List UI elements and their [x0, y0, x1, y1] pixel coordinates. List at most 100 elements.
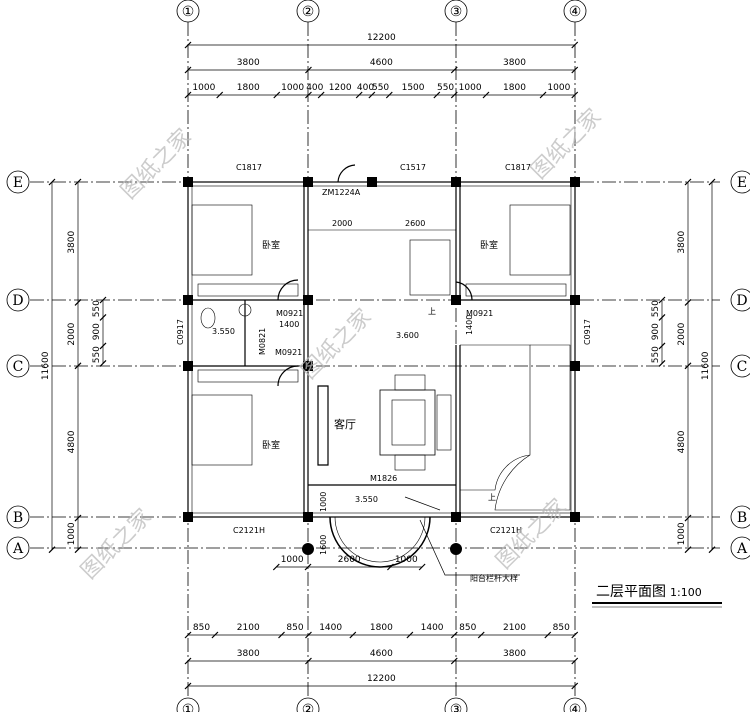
axis-bubble [296, 697, 320, 712]
dimension-tick [305, 91, 312, 99]
dimension-tick [658, 296, 666, 304]
dimension-value: 550 [651, 300, 661, 317]
axis-bubble [563, 697, 587, 712]
column [183, 295, 193, 305]
dimension-value: 550 [92, 346, 102, 363]
axis-bubble [6, 354, 30, 378]
dimension-tick [317, 91, 325, 99]
watermark-text: 图纸之家 [527, 104, 607, 184]
dimension-value: 850 [286, 623, 303, 633]
dimension-value: 4800 [67, 430, 77, 453]
dimension-value: 550 [437, 83, 454, 93]
axis-label: ② [302, 702, 315, 712]
dimension-tick [450, 91, 458, 99]
dimension-value: 1800 [503, 83, 526, 93]
dimension-value: 12200 [367, 674, 396, 684]
dimension-value: 1000 [459, 83, 482, 93]
title-scale: 1:100 [670, 586, 702, 599]
dimension-tick [450, 66, 458, 74]
dimension-tick [74, 299, 82, 306]
dimension-tick [74, 514, 82, 522]
dimension-value: 3800 [237, 58, 260, 68]
room-bedroom-1: 卧室 [262, 239, 280, 251]
walls [187, 164, 576, 568]
window-c1817-left: C1817 [236, 163, 262, 172]
dimension-tick [684, 178, 692, 186]
dimension-value: 2100 [503, 623, 526, 633]
room-living: 客厅 [334, 417, 356, 431]
axis-label: ② [302, 4, 315, 20]
dimension-value: 3800 [503, 58, 526, 68]
dimension-tick [658, 359, 666, 367]
dimension-value: 1800 [370, 623, 393, 633]
watermark-text: 图纸之家 [77, 504, 157, 584]
dimension-tick [684, 514, 692, 522]
dimension-value: 1400 [319, 623, 342, 633]
axis-label: ③ [450, 4, 463, 20]
door-m0921-b: M0921 [275, 348, 302, 357]
column [451, 295, 461, 305]
column [303, 295, 313, 305]
room-labels: C1817 C1517 C1817 ZM1224A 2000 2600 卧室 卧… [176, 163, 592, 583]
axis-label: D [12, 293, 23, 309]
dimension-tick [74, 178, 82, 186]
dimension-tick [99, 359, 107, 367]
dim-2600: 2600 [405, 219, 425, 228]
column [451, 177, 461, 187]
railing-note: 阳台栏杆大样 [470, 573, 518, 583]
dimension-value: 3800 [503, 649, 526, 659]
window-c2121h-right: C2121H [490, 526, 522, 535]
axis-label: C [13, 359, 24, 375]
dimension-tick [184, 631, 192, 639]
dimension-tick [708, 178, 716, 186]
watermarks: 图纸之家图纸之家图纸之家图纸之家图纸之家 [77, 104, 607, 584]
title-name: 二层平面图 [596, 584, 666, 600]
dimension-tick [272, 563, 280, 571]
dim-balcony-1600: 1600 [319, 535, 328, 555]
axis-bubble [6, 536, 30, 560]
door-m0821: M0821 [258, 328, 267, 355]
dimension-value: 1200 [329, 83, 352, 93]
dimension-tick [450, 631, 458, 639]
axis-bubble [176, 0, 200, 23]
axis-label: ④ [569, 702, 582, 712]
room-bedroom-3: 卧室 [262, 439, 280, 451]
dimension-tick [305, 657, 312, 665]
column [451, 512, 461, 522]
door-m1826: M1826 [370, 474, 397, 483]
column [303, 512, 313, 522]
dimension-tick [184, 66, 192, 74]
stair-up-2: 上 [488, 493, 496, 502]
axis-label: ③ [450, 702, 463, 712]
column [570, 512, 580, 522]
dimension-tick [708, 546, 716, 554]
axis-label: ① [182, 4, 195, 20]
room-bedroom-2: 卧室 [480, 239, 498, 251]
dimension-tick [48, 178, 56, 186]
column [570, 361, 580, 371]
dimension-tick [418, 563, 426, 571]
dimension-value: 850 [193, 623, 210, 633]
railing-leader [419, 519, 520, 576]
door-m0921-c: M0921 [466, 309, 493, 318]
dimension-value: 4600 [370, 58, 393, 68]
level-bath: 3.550 [212, 327, 235, 336]
dimension-tick [571, 66, 579, 74]
dimension-value: 2000 [67, 322, 77, 345]
dimension-value: 900 [92, 323, 102, 340]
dimension-value: 2600 [338, 555, 361, 565]
balcony-column-left [302, 543, 314, 555]
dimension-value: 400 [357, 83, 374, 93]
level-balcony: 3.550 [355, 495, 378, 504]
dimension-tick [99, 314, 107, 321]
dimension-value: 11600 [701, 351, 711, 380]
column [570, 177, 580, 187]
stair-up-1: 上 [428, 307, 436, 316]
dimension-value: 850 [553, 623, 570, 633]
dimension-tick [304, 563, 312, 571]
dimension-tick [273, 91, 281, 99]
dimension-value: 1500 [402, 83, 425, 93]
dimension-value: 1800 [237, 83, 260, 93]
